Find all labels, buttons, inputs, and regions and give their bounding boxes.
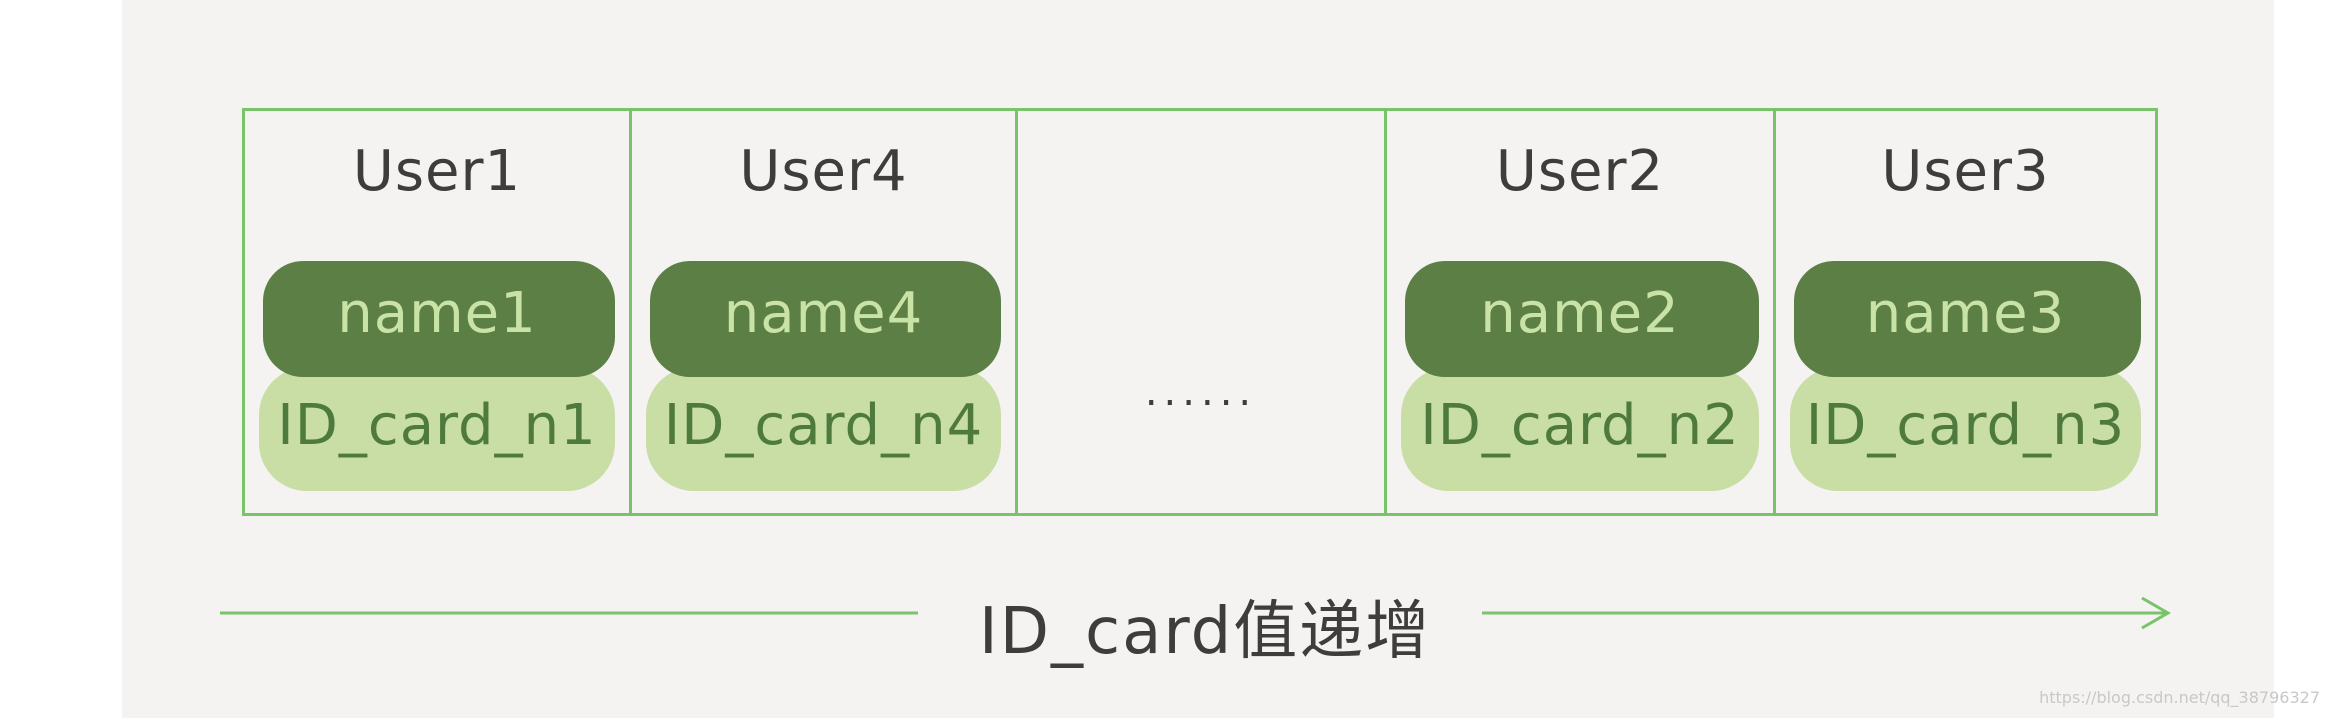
id-card-value: ID_card_n4 [663,393,984,458]
id-card-value: ID_card_n2 [1420,393,1740,458]
name-value: name3 [1865,281,2066,346]
id-card-value: ID_card_n1 [277,393,597,458]
id-card-pill [259,367,615,491]
user-record-2: User2 ID_card_n2 name2 [1387,111,1776,513]
user-label: User1 [352,139,522,204]
name-pill [263,261,615,377]
name-pill [1405,261,1759,377]
user-record-4: User4 ID_card_n4 name4 [632,111,1018,513]
axis-label: ID_card值递增 [978,595,1432,669]
user-record-1: User1 ID_card_n1 name1 [245,111,632,513]
name-pill [650,261,1001,377]
id-card-pill [646,367,1001,491]
user-label: User3 [1881,139,2050,204]
user-label: User2 [1495,139,1665,204]
name-value: name4 [723,281,924,346]
ellipsis: ...... [1144,369,1258,415]
ellipsis-cell: ...... [1018,111,1387,513]
watermark: https://blog.csdn.net/qq_38796327 [2039,688,2320,707]
record-grid: User1 ID_card_n1 name1 User4 ID_card_n4 … [242,108,2158,516]
name-pill [1794,261,2141,377]
id-card-value: ID_card_n3 [1805,393,2126,458]
arrowhead-icon [2141,596,2172,630]
user-label: User4 [739,139,908,204]
id-card-pill [1401,367,1759,491]
name-value: name1 [337,281,537,346]
id-card-pill [1790,367,2141,491]
user-record-3: User3 ID_card_n3 name3 [1776,111,2155,513]
name-value: name2 [1480,281,1680,346]
